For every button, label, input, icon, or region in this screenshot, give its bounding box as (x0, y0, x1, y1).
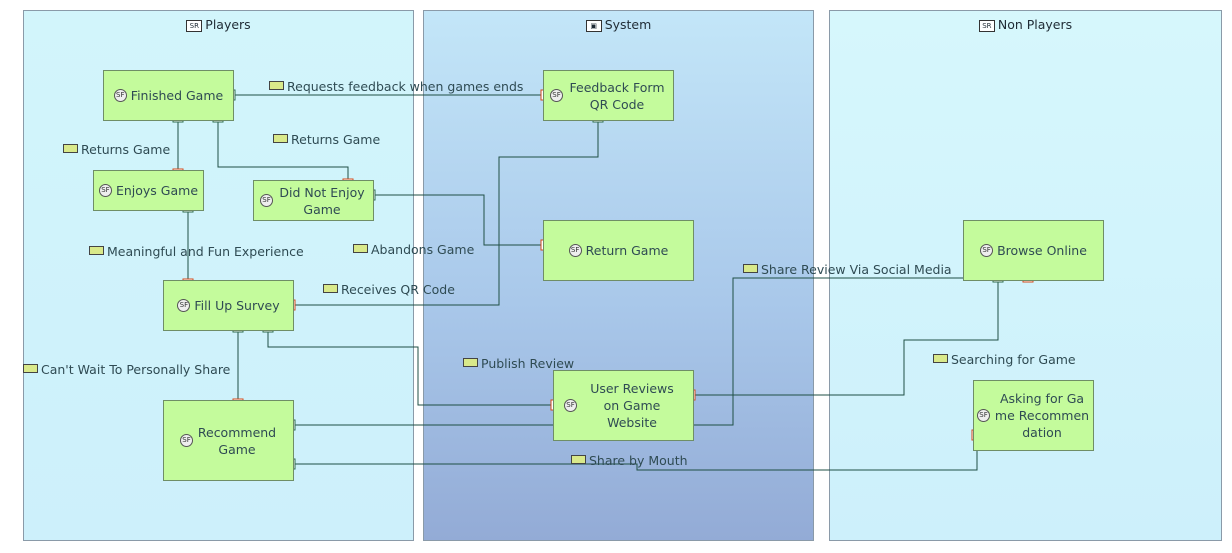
link-label-publish-review: Publish Review (463, 356, 574, 371)
goal-icon: SF (550, 89, 563, 102)
wire-share-mouth (294, 435, 978, 471)
link-label-returns-game-left: Returns Game (63, 142, 170, 157)
wire-returns-game-mid (217, 121, 349, 180)
link-icon (323, 284, 338, 293)
link-icon (353, 244, 368, 253)
link-label-share-social: Share Review Via Social Media (743, 262, 952, 277)
goal-icon: SF (980, 244, 994, 257)
wire-receives-qr (294, 121, 599, 306)
component-icon: ▣ (585, 20, 602, 32)
wire-publish-review (267, 331, 553, 406)
goal-icon: SF (98, 184, 112, 197)
lane-title-players: Players (205, 17, 251, 32)
link-icon (89, 246, 104, 255)
link-label-returns-game-mid: Returns Game (273, 132, 380, 147)
goal-icon: SF (177, 299, 191, 312)
link-label-requests-feedback: Requests feedback when games ends (269, 79, 523, 94)
link-icon (463, 358, 478, 367)
goal-icon: SF (564, 399, 577, 412)
lane-title-system: System (604, 17, 652, 32)
wire-share-social (294, 277, 1028, 426)
link-icon (273, 134, 288, 143)
link-label-searching: Searching for Game (933, 352, 1076, 367)
link-icon (23, 364, 38, 373)
swimlane-icon: SR (978, 20, 995, 32)
swimlane-icon: SR (186, 20, 203, 32)
link-icon (269, 81, 284, 90)
link-label-share-mouth: Share by Mouth (571, 453, 688, 468)
wire-searching (694, 281, 999, 396)
goal-icon: SF (260, 194, 273, 207)
link-icon (933, 354, 948, 363)
goal-icon: SF (180, 434, 193, 447)
goal-icon: SF (113, 89, 127, 102)
lane-title-non-players: Non Players (997, 17, 1073, 32)
link-label-receives-qr: Receives QR Code (323, 282, 455, 297)
link-label-cant-wait: Can't Wait To Personally Share (23, 362, 230, 377)
goal-icon: SF (568, 244, 582, 257)
link-label-abandons: Abandons Game (353, 242, 474, 257)
link-icon (743, 264, 758, 273)
link-label-meaningful: Meaningful and Fun Experience (89, 244, 304, 259)
link-icon (63, 144, 78, 153)
goal-icon: SF (977, 409, 990, 422)
wire-abandons (374, 194, 543, 246)
link-icon (571, 455, 586, 464)
